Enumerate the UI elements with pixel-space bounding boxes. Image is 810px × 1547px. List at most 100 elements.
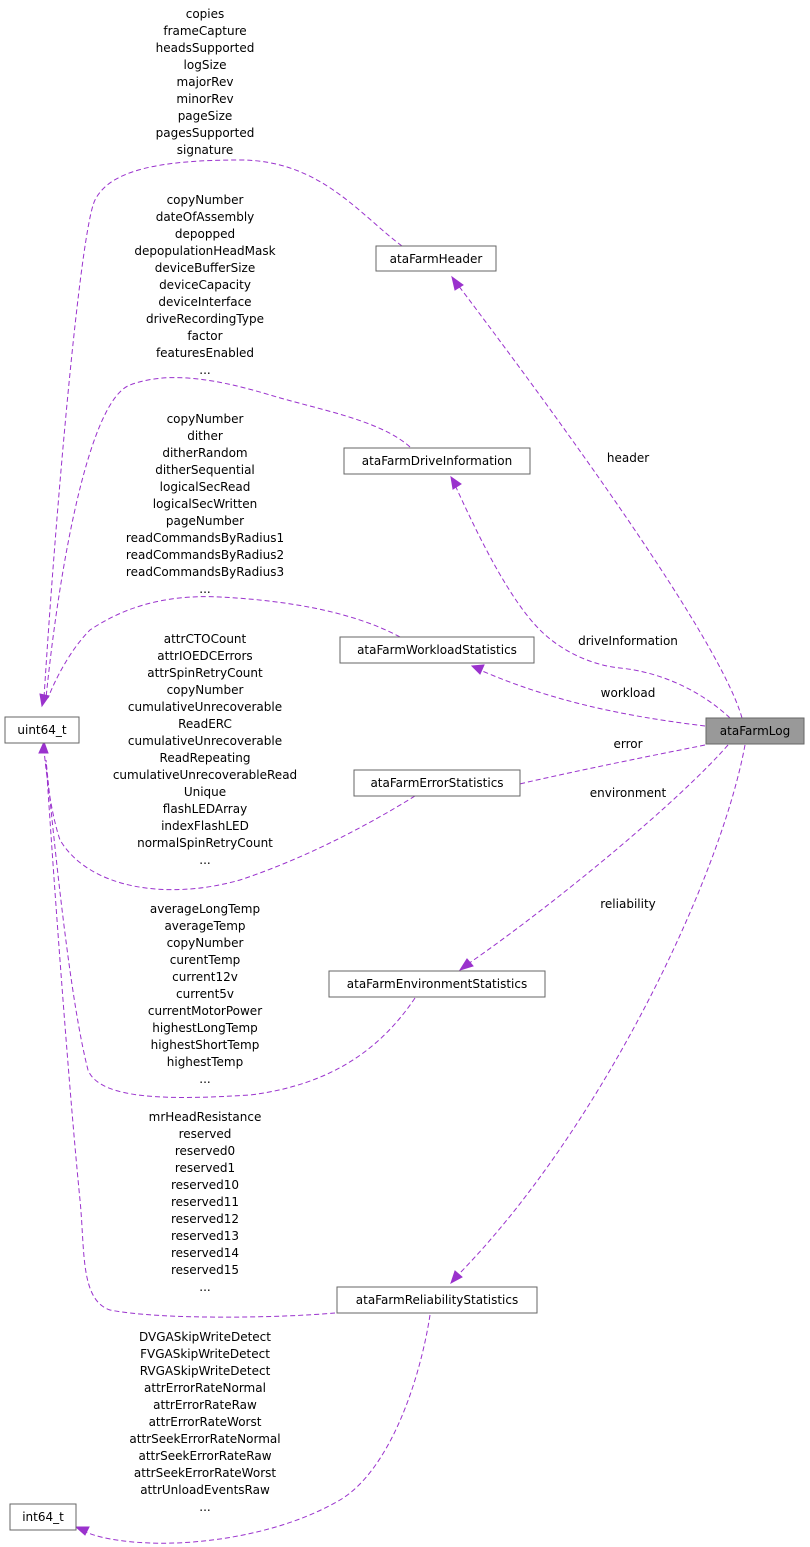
node-uint64_t[interactable]: uint64_t: [4, 716, 80, 744]
node-label-uint64_t: uint64_t: [17, 723, 67, 737]
field-label: reserved10: [171, 1178, 239, 1192]
field-label: RVGASkipWriteDetect: [140, 1364, 271, 1378]
field-label: signature: [177, 143, 234, 157]
field-label: attrSeekErrorRateWorst: [134, 1466, 276, 1480]
field-label: frameCapture: [163, 24, 246, 38]
field-label: pageNumber: [166, 514, 244, 528]
field-label: normalSpinRetryCount: [137, 836, 273, 850]
fields-drive-information: copyNumber dateOfAssembly depopped depopula…: [134, 193, 275, 377]
field-label: Unique: [184, 785, 226, 799]
field-label: depopped: [175, 227, 235, 241]
field-label: reserved0: [175, 1144, 235, 1158]
fields-reliability-int64: DVGASkipWriteDetectFVGASkipWriteDetectRV…: [129, 1330, 280, 1514]
node-label-ataFarmWorkloadStatistics: ataFarmWorkloadStatistics: [357, 643, 517, 657]
edge-label-error: error: [613, 737, 642, 751]
node-ataFarmReliabilityStatistics[interactable]: ataFarmReliabilityStatistics: [336, 1286, 538, 1314]
field-label: FVGASkipWriteDetect: [140, 1347, 270, 1361]
field-label: copyNumber: [167, 412, 244, 426]
field-label: readCommandsByRadius1: [126, 531, 284, 545]
field-label: ...: [199, 363, 210, 377]
node-label-ataFarmReliabilityStatistics: ataFarmReliabilityStatistics: [356, 1293, 518, 1307]
field-label: logSize: [184, 58, 227, 72]
field-label: logicalSecRead: [160, 480, 251, 494]
edge-environment-uint64: [45, 759, 416, 1098]
edge-driveinfo-uint64: [45, 377, 411, 699]
field-label: current5v: [176, 987, 234, 1001]
field-label: dither: [187, 429, 223, 443]
field-label: copyNumber: [167, 193, 244, 207]
node-ataFarmLog[interactable]: ataFarmLog: [705, 717, 805, 745]
field-label: reserved15: [171, 1263, 239, 1277]
field-label: pageSize: [178, 109, 233, 123]
field-label: reserved12: [171, 1212, 239, 1226]
field-label: attrSeekErrorRateNormal: [129, 1432, 280, 1446]
edge-reliability-int64: [74, 1314, 431, 1544]
field-label: indexFlashLED: [161, 819, 249, 833]
field-label: reserved11: [171, 1195, 239, 1209]
field-label: ditherSequential: [155, 463, 255, 477]
node-label-int64_t: int64_t: [22, 1510, 64, 1524]
edge-workload-uint64: [39, 596, 401, 708]
field-label: cumulativeUnrecoverable: [128, 734, 282, 748]
node-ataFarmWorkloadStatistics[interactable]: ataFarmWorkloadStatistics: [339, 636, 535, 664]
field-label: highestLongTemp: [152, 1021, 258, 1035]
field-label: attrCTOCount: [164, 632, 247, 646]
node-ataFarmEnvironmentStatistics[interactable]: ataFarmEnvironmentStatistics: [328, 970, 546, 998]
field-label: cumulativeUnrecoverable: [128, 700, 282, 714]
field-label: factor: [187, 329, 222, 343]
field-label: curentTemp: [170, 953, 241, 967]
field-label: attrSpinRetryCount: [147, 666, 263, 680]
field-label: readCommandsByRadius3: [126, 565, 284, 579]
field-label: majorRev: [177, 75, 234, 89]
field-label: ...: [199, 1280, 210, 1294]
node-ataFarmHeader[interactable]: ataFarmHeader: [375, 245, 497, 272]
field-label: featuresEnabled: [156, 346, 254, 360]
field-label: deviceBufferSize: [155, 261, 255, 275]
node-ataFarmErrorStatistics[interactable]: ataFarmErrorStatistics: [353, 769, 521, 797]
field-label: averageTemp: [164, 919, 245, 933]
field-label: reserved14: [171, 1246, 239, 1260]
node-int64_t[interactable]: int64_t: [9, 1503, 77, 1531]
field-label: mrHeadResistance: [149, 1110, 262, 1124]
field-label: attrErrorRateNormal: [144, 1381, 266, 1395]
field-label: depopulationHeadMask: [134, 244, 275, 258]
edge-reliability-uint64: [45, 759, 336, 1318]
field-label: dateOfAssembly: [156, 210, 255, 224]
node-label-ataFarmHeader: ataFarmHeader: [390, 252, 483, 266]
node-ataFarmDriveInformation[interactable]: ataFarmDriveInformation: [343, 447, 531, 475]
fields-error: attrCTOCountattrIOEDCErrorsattrSpinRetry…: [113, 632, 297, 867]
field-label: headsSupported: [156, 41, 255, 55]
edge-driveInformation: [450, 475, 731, 719]
field-label: attrErrorRateWorst: [149, 1415, 262, 1429]
field-label: ReadRepeating: [160, 751, 251, 765]
field-label: ...: [199, 1072, 210, 1086]
field-label: pagesSupported: [156, 126, 255, 140]
field-label: attrUnloadEventsRaw: [140, 1483, 270, 1497]
edge-error-uint64: [38, 740, 416, 891]
field-label: copies: [186, 7, 225, 21]
field-label: highestShortTemp: [151, 1038, 260, 1052]
node-label-ataFarmDriveInformation: ataFarmDriveInformation: [362, 454, 512, 468]
field-label: DVGASkipWriteDetect: [139, 1330, 271, 1344]
fields-workload: copyNumberditherditherRandomditherSequen…: [126, 412, 284, 596]
edge-label-header: header: [607, 451, 649, 465]
field-label: attrSeekErrorRateRaw: [138, 1449, 271, 1463]
field-label: logicalSecWritten: [153, 497, 258, 511]
field-label: ReadERC: [178, 717, 232, 731]
edge-label-environment: environment: [590, 786, 667, 800]
node-label-ataFarmLog: ataFarmLog: [720, 724, 790, 738]
edge-environment: [458, 744, 729, 971]
edge-workload: [470, 664, 706, 727]
field-label: reserved13: [171, 1229, 239, 1243]
field-label: copyNumber: [167, 683, 244, 697]
field-label: flashLEDArray: [163, 802, 247, 816]
fields-environment: averageLongTempaverageTempcopyNumbercure…: [148, 902, 262, 1086]
field-label: cumulativeUnrecoverableRead: [113, 768, 297, 782]
edge-error: [504, 744, 706, 791]
field-label: current12v: [172, 970, 238, 984]
field-label: reserved1: [175, 1161, 235, 1175]
field-label: readCommandsByRadius2: [126, 548, 284, 562]
field-label: reserved: [179, 1127, 232, 1141]
edge-header: [451, 275, 743, 719]
